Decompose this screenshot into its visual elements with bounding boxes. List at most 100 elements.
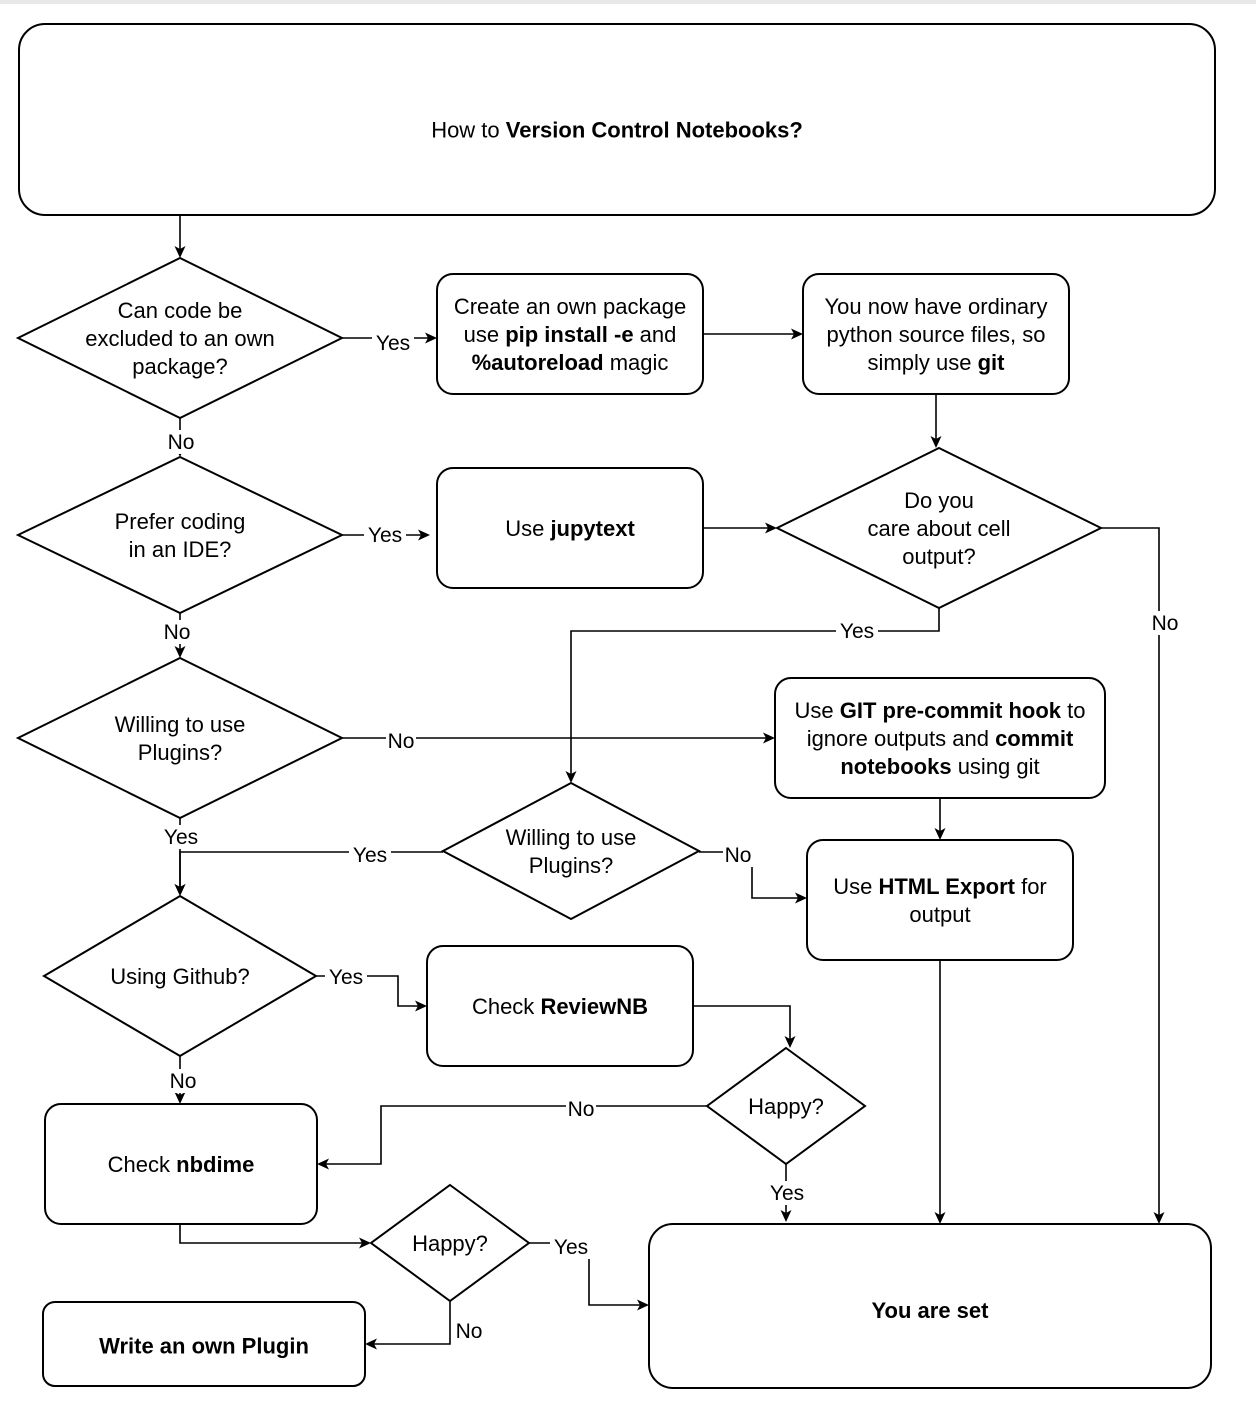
node-text-segment: to	[1061, 698, 1085, 723]
arrowhead	[425, 332, 437, 344]
node-text-segment: output?	[902, 544, 975, 569]
edge-label-bg	[386, 729, 416, 753]
node-text-segment: Write an own Plugin	[99, 1334, 309, 1359]
node-text-segment: Use	[505, 516, 550, 541]
arrowhead	[763, 732, 775, 744]
edge-e_happy1_no	[317, 1105, 707, 1170]
top-border	[0, 0, 1256, 4]
connector-line	[326, 1105, 707, 1165]
decision-shape	[15, 455, 345, 615]
node-text-segment: ignore outputs and	[807, 726, 995, 751]
edge-label-bg	[454, 1319, 484, 1343]
arrowhead	[174, 1092, 186, 1104]
node-text-segment: in an IDE?	[129, 537, 232, 562]
arrowhead	[765, 522, 777, 534]
node-text-segment: ReviewNB	[540, 994, 648, 1019]
arrowhead	[174, 646, 186, 658]
arrowhead	[930, 436, 942, 448]
node-text-segment: Version Control Notebooks?	[506, 118, 803, 143]
edge-label-bg	[836, 619, 878, 643]
edge-label: Yes	[364, 523, 406, 547]
node-reviewnb: Check ReviewNB	[426, 945, 694, 1067]
edge-label: Yes	[349, 843, 391, 867]
process-shape	[42, 1301, 366, 1387]
edge-label-bg	[1150, 611, 1180, 635]
decision-shape	[369, 1183, 531, 1303]
edge-e_output_no	[1101, 527, 1165, 1224]
edge-label: Yes	[325, 965, 367, 989]
edge-label-bg	[723, 843, 753, 867]
edge-label-text: No	[725, 844, 752, 867]
edge-label-bg	[166, 430, 196, 454]
connector-line	[1101, 527, 1160, 1215]
node-text-segment: Using Github?	[110, 964, 249, 989]
node-text-segment: Happy?	[412, 1231, 488, 1256]
arrowhead	[359, 1237, 371, 1249]
connector-line	[179, 851, 443, 887]
edge-label: No	[723, 843, 753, 867]
edge-e_jt_output	[703, 522, 777, 534]
edge-label-text: Yes	[376, 332, 410, 355]
edge-label-text: No	[164, 621, 191, 644]
edge-label: No	[168, 1069, 198, 1093]
decision-shape	[774, 446, 1104, 610]
arrowhead	[174, 246, 186, 258]
node-text-segment: pip install -e	[505, 322, 633, 347]
node-text-segment: package?	[132, 354, 227, 379]
process-shape	[436, 467, 704, 589]
node-text-segment: Check	[472, 994, 540, 1019]
edge-label: No	[566, 1097, 596, 1121]
node-text: Happy?	[748, 1094, 824, 1119]
edge-label: No	[166, 430, 196, 454]
edge-label-text: Yes	[554, 1236, 588, 1259]
edge-label-bg	[364, 523, 406, 547]
decision-shape	[15, 256, 345, 420]
edge-label-text: Yes	[353, 844, 387, 867]
node-title: How to Version Control Notebooks?	[18, 23, 1216, 216]
edge-label-text: No	[168, 431, 195, 454]
decision-shape	[440, 781, 702, 921]
node-text-segment: GIT pre-commit hook	[840, 698, 1062, 723]
arrowhead	[784, 1036, 796, 1048]
node-text: Check nbdime	[108, 1152, 255, 1177]
edge-e_html_set	[934, 960, 946, 1224]
arrowhead	[174, 884, 186, 896]
edge-label-text: No	[1152, 612, 1179, 635]
connector-line	[179, 1224, 362, 1244]
edge-label: Yes	[836, 619, 878, 643]
edge-label-text: Yes	[770, 1182, 804, 1205]
edge-label: No	[386, 729, 416, 753]
edge-e_ord_output	[930, 394, 942, 448]
node-own_plugin: Write an own Plugin	[42, 1301, 366, 1387]
node-text-segment: Plugins?	[138, 740, 222, 765]
node-text-segment: using git	[952, 754, 1040, 779]
node-q_happy1: Happy?	[705, 1046, 867, 1166]
node-text-segment: jupytext	[549, 516, 635, 541]
node-text: Using Github?	[110, 964, 249, 989]
connector-line	[374, 1301, 451, 1345]
node-text-segment: notebooks	[840, 754, 951, 779]
edge-label: No	[162, 620, 192, 644]
edge-label-bg	[372, 331, 414, 355]
edge-e_nbd_happy	[179, 1224, 371, 1249]
arrowhead	[1153, 1212, 1165, 1224]
node-text-segment: How to	[431, 118, 506, 143]
process-shape	[648, 1223, 1212, 1389]
process-shape	[436, 273, 704, 395]
arrowhead	[791, 328, 803, 340]
node-text-segment: %autoreload	[472, 350, 604, 375]
edge-e_output_yes	[565, 608, 940, 783]
node-text-segment: output	[909, 902, 970, 927]
